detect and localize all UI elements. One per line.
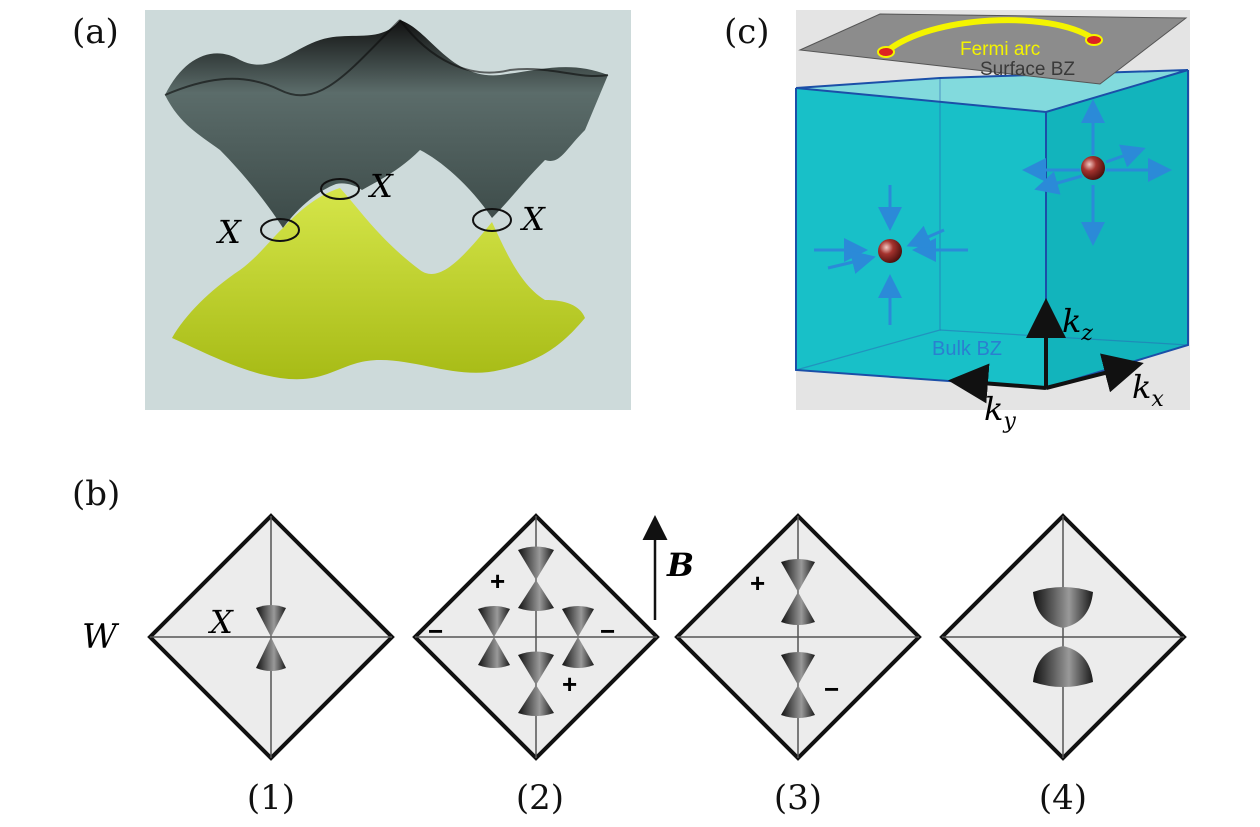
surface-bz-plane (798, 13, 1188, 85)
stage-4-diamond (939, 513, 1187, 761)
x-node-ring-right (472, 208, 512, 232)
stage-2-diamond: + − − + (412, 513, 660, 761)
weyl-point-ball-left (878, 239, 902, 263)
weyl-point-source (1022, 99, 1172, 246)
k-axes (948, 298, 1144, 404)
magnetic-field-label: B (666, 546, 694, 584)
cube-front-face (796, 88, 1046, 388)
bulk-bz-label: Bulk BZ (932, 338, 1002, 360)
stage-3-minus: − (824, 674, 839, 704)
axis-kz-label: kz (1062, 302, 1093, 346)
panel-c-label: (c) (724, 12, 770, 52)
panel-b-label: (b) (72, 474, 121, 514)
weyl-point-sink (814, 185, 968, 325)
stage-3-diamond: + − (674, 513, 922, 761)
stage-1-diamond: X (147, 513, 395, 761)
upper-band-surface (165, 20, 608, 228)
lower-band-surface (172, 188, 585, 380)
stage-3-label: (3) (773, 778, 823, 818)
w-axis-label: W (82, 617, 120, 657)
x-node-label-middle: X (367, 167, 394, 205)
stage-2-minus-right: − (600, 616, 615, 646)
stage-3-plus: + (750, 568, 765, 598)
stage-2-label: (2) (515, 778, 565, 818)
stage-4-label: (4) (1038, 778, 1088, 818)
stage-2-minus-left: − (428, 616, 443, 646)
fermi-arc (884, 17, 1094, 55)
x-node-label-right: X (519, 200, 546, 238)
x-node-label-left: X (215, 213, 242, 251)
weyl-point-ball-right (1081, 156, 1105, 180)
panel-a-label: (a) (72, 12, 119, 52)
stage-2-plus-bottom: + (562, 669, 577, 699)
surface-bz-label: Surface BZ (980, 59, 1075, 80)
panel-c-brillouin-zone: Fermi arc Surface BZ Bulk BZ (795, 10, 1190, 434)
axis-ky-label: ky (984, 390, 1016, 434)
stage-1-node-label: X (207, 603, 234, 641)
cube-side-face (1046, 70, 1188, 388)
axis-kx-label: kx (1132, 368, 1164, 412)
fermi-arc-label: Fermi arc (960, 39, 1040, 60)
x-node-ring-left (260, 218, 300, 242)
panel-b-stages: W X + − − (82, 513, 1187, 761)
x-node-ring-middle (320, 178, 360, 200)
panel-a-band-structure: X X X (145, 10, 631, 410)
stage-1-label: (1) (246, 778, 296, 818)
stage-2-plus-top: + (490, 566, 505, 596)
